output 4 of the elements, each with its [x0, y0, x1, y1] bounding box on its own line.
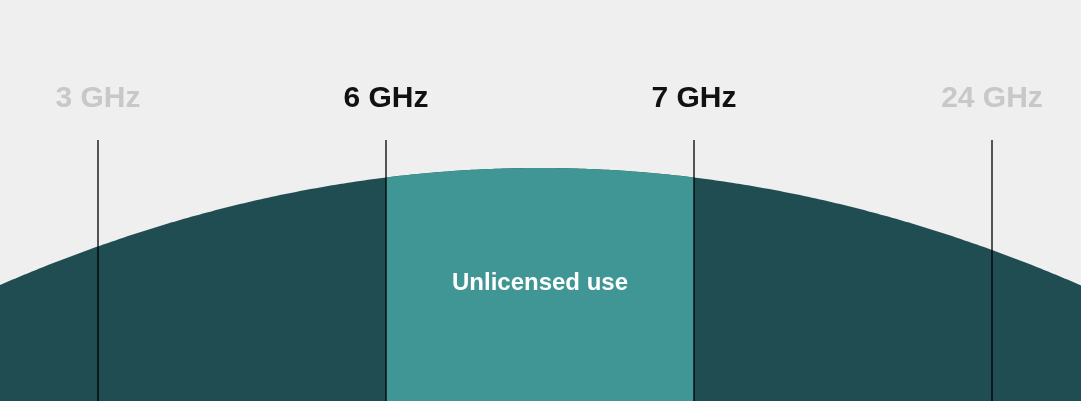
frequency-band	[386, 167, 694, 401]
frequency-label: 6 GHz	[343, 80, 429, 114]
frequency-label: 7 GHz	[651, 80, 737, 114]
band-label: Unlicensed use	[450, 268, 630, 296]
